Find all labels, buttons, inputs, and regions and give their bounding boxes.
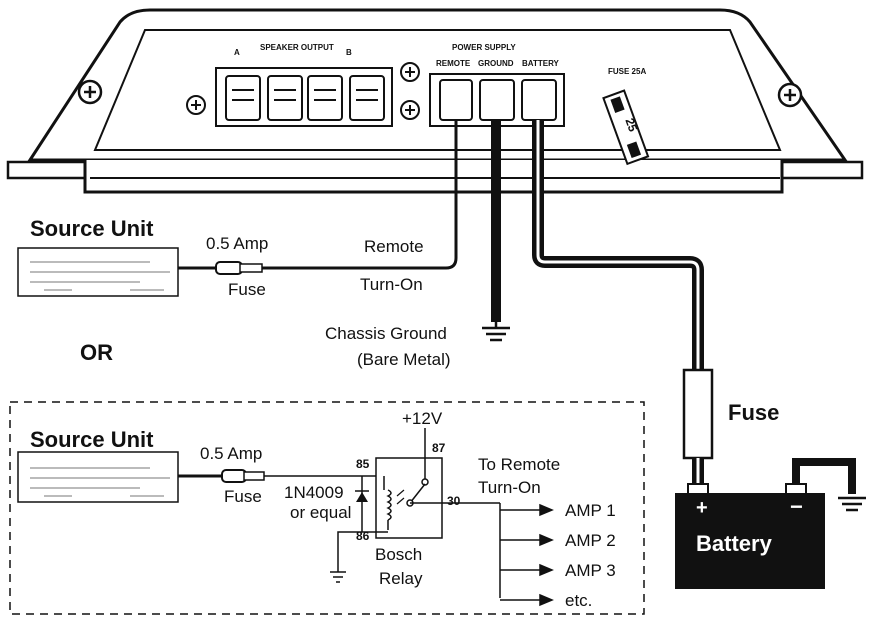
output-amp-2: AMP 2 xyxy=(565,531,616,550)
power-supply-label: POWER SUPPLY xyxy=(452,43,516,52)
channel-a-label: A xyxy=(234,48,240,57)
right-flange xyxy=(768,160,864,180)
source-unit-title: Source Unit xyxy=(30,216,154,241)
remote-terminal xyxy=(439,79,473,121)
speaker-output-label: SPEAKER OUTPUT xyxy=(260,43,334,52)
screw-icon xyxy=(77,79,103,105)
pin-87-label: 87 xyxy=(432,441,446,455)
output-amp-1: AMP 1 xyxy=(565,501,616,520)
battery-terminal-label: BATTERY xyxy=(522,59,560,68)
output-arrow-1 xyxy=(500,503,554,517)
speaker-terminal xyxy=(267,75,303,121)
relay-brand-label: Bosch xyxy=(375,545,422,564)
diode-equal-label: or equal xyxy=(290,503,351,522)
ground-symbol-icon xyxy=(482,322,510,342)
screw-icon xyxy=(400,100,420,120)
battery-ground-wire xyxy=(792,458,856,494)
screw-icon xyxy=(777,82,803,108)
speaker-terminal xyxy=(349,75,385,121)
battery-fuse-label: Fuse xyxy=(728,400,779,425)
channel-b-label: B xyxy=(346,48,352,57)
turn-on-label: Turn-On xyxy=(360,275,423,294)
pin-86-label: 86 xyxy=(356,529,370,543)
inline-fuse-icon xyxy=(215,261,263,275)
battery-plus-label: + xyxy=(696,497,708,519)
ground-terminal xyxy=(479,79,515,121)
battery-label: Battery xyxy=(696,531,773,556)
diode-icon xyxy=(355,476,369,532)
amp-fuse: 25 xyxy=(602,89,650,166)
relay-inline-fuse-icon xyxy=(221,469,265,483)
screw-icon xyxy=(186,95,206,115)
source-unit-head-unit xyxy=(17,247,179,297)
speaker-terminals xyxy=(225,75,385,121)
bare-metal-label: (Bare Metal) xyxy=(357,350,451,369)
fuse-label: Fuse xyxy=(228,280,266,299)
fuse-amp-rating: 0.5 Amp xyxy=(206,234,268,253)
amplifier: SPEAKER OUTPUT A B POWER SUPPLY REMOTE G… xyxy=(6,8,864,194)
output-arrow-2 xyxy=(500,533,554,547)
left-flange xyxy=(6,160,92,180)
speaker-terminal xyxy=(225,75,261,121)
relay-ground-icon xyxy=(330,571,346,583)
relay-option-box xyxy=(9,401,645,615)
relay-label: Relay xyxy=(379,569,423,588)
remote-terminal-label: REMOTE xyxy=(436,59,471,68)
output-etc: etc. xyxy=(565,591,592,610)
amp-fuse-label: FUSE 25A xyxy=(608,67,646,76)
output-arrow-4 xyxy=(500,593,554,607)
output-amp-3: AMP 3 xyxy=(565,561,616,580)
chassis-ground-label: Chassis Ground xyxy=(325,324,447,343)
remote-label: Remote xyxy=(364,237,424,256)
battery-terminal xyxy=(521,79,557,121)
to-remote-label: To Remote xyxy=(478,455,560,474)
relay-turn-on-label: Turn-On xyxy=(478,478,541,497)
diode-label: 1N4009 xyxy=(284,483,344,502)
amp-fuse-value: 25 xyxy=(622,116,640,134)
or-label: OR xyxy=(80,340,113,365)
voltage-label: +12V xyxy=(402,409,443,428)
battery-minus-label: − xyxy=(790,494,803,519)
relay-source-unit-title: Source Unit xyxy=(30,427,154,452)
relay-fuse-label: Fuse xyxy=(224,487,262,506)
battery-ground-icon xyxy=(838,496,866,512)
speaker-terminal xyxy=(307,75,343,121)
screw-icon xyxy=(400,62,420,82)
inline-battery-fuse xyxy=(682,368,714,484)
relay-coil xyxy=(386,489,392,521)
relay-source-head-unit xyxy=(17,451,179,503)
battery: + − Battery xyxy=(675,483,825,589)
ground-terminal-label: GROUND xyxy=(478,59,514,68)
amp-panel xyxy=(93,29,782,151)
relay-body xyxy=(375,457,443,539)
relay-fuse-amp-rating: 0.5 Amp xyxy=(200,444,262,463)
remote-wire xyxy=(262,120,458,270)
output-arrow-3 xyxy=(500,563,554,577)
pin-85-label: 85 xyxy=(356,457,370,471)
pin-30-label: 30 xyxy=(447,494,461,508)
amp-base xyxy=(83,160,784,194)
battery-body xyxy=(675,493,825,589)
